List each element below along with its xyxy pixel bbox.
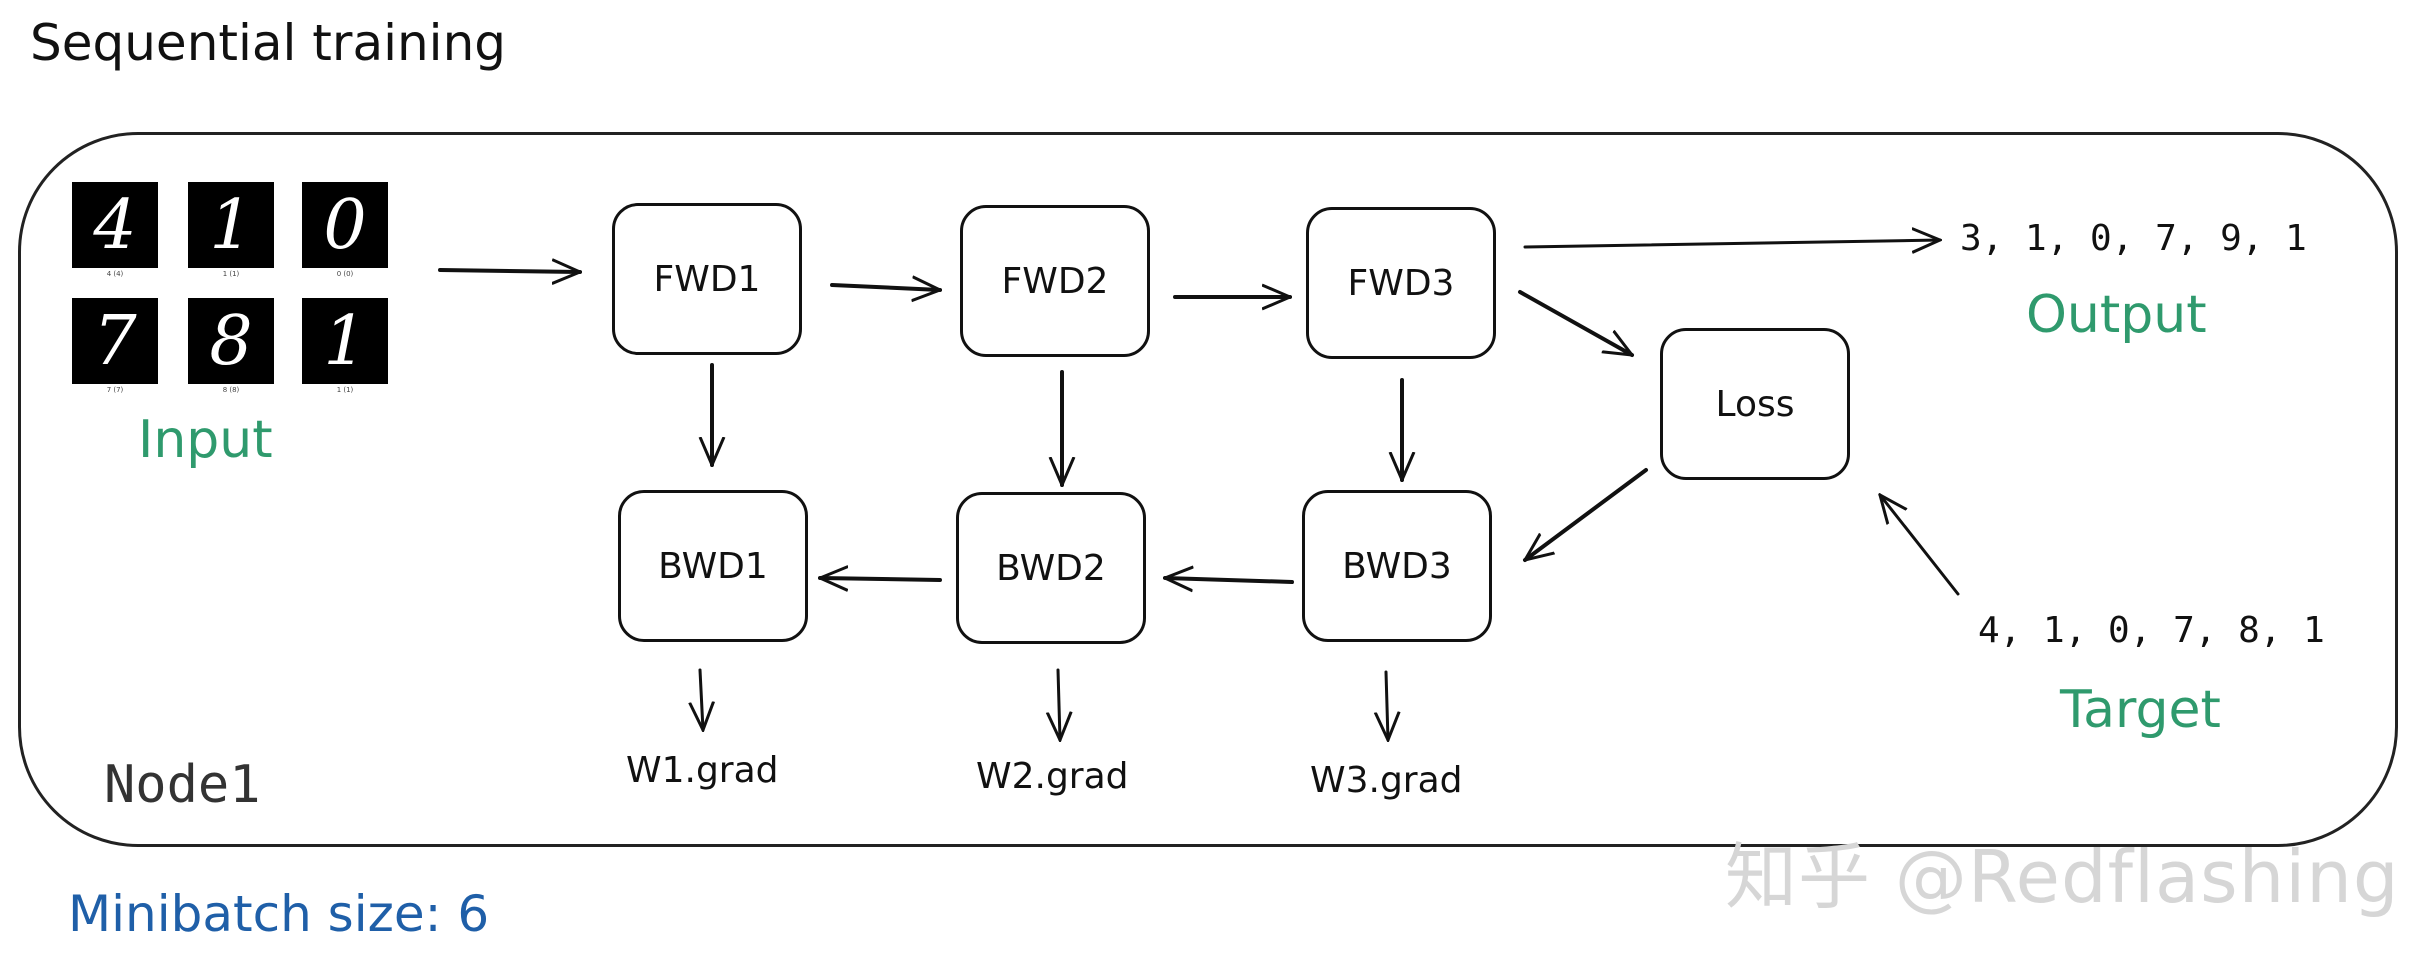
input-digit: 0 bbox=[302, 182, 388, 268]
input-digit-caption: 7 (7) bbox=[106, 386, 124, 394]
fwd1-block: FWD1 bbox=[612, 203, 802, 355]
fwd3-block: FWD3 bbox=[1306, 207, 1496, 359]
input-digit: 1 bbox=[188, 182, 274, 268]
arrow-bwd2-to-bwd1 bbox=[820, 578, 942, 580]
bwd3-block: BWD3 bbox=[1302, 490, 1492, 642]
target-values: 4, 1, 0, 7, 8, 1 bbox=[1978, 610, 2325, 651]
input-digit: 1 bbox=[302, 298, 388, 384]
watermark: 知乎 @Redflashing bbox=[1725, 835, 2400, 919]
input-digit: 4 bbox=[72, 182, 158, 268]
minibatch-label: Minibatch size: 6 bbox=[68, 885, 490, 943]
input-digit-caption: 4 (4) bbox=[106, 270, 124, 278]
input-digit-caption: 1 (1) bbox=[222, 270, 240, 278]
output-label: Output bbox=[2026, 285, 2207, 345]
arrow-fwd3-to-loss bbox=[1518, 290, 1632, 357]
input-digit-caption: 1 (1) bbox=[336, 386, 354, 394]
w1-grad-label: W1.grad bbox=[626, 750, 779, 791]
bwd2-block: BWD2 bbox=[956, 492, 1146, 644]
arrow-bwd2-to-w2grad bbox=[1058, 668, 1060, 740]
target-label: Target bbox=[2060, 680, 2221, 740]
input-label: Input bbox=[138, 410, 273, 470]
w2-grad-label: W2.grad bbox=[976, 756, 1129, 797]
node-frame bbox=[18, 132, 2398, 847]
fwd2-block: FWD2 bbox=[960, 205, 1150, 357]
arrow-bwd1-to-w1grad bbox=[700, 668, 703, 730]
loss-block: Loss bbox=[1660, 328, 1850, 480]
output-values: 3, 1, 0, 7, 9, 1 bbox=[1960, 218, 2307, 259]
input-digit: 8 bbox=[188, 298, 274, 384]
arrow-bwd3-to-bwd2 bbox=[1165, 578, 1294, 582]
arrow-fwd3-to-output bbox=[1523, 240, 1940, 247]
arrow-bwd3-to-w3grad bbox=[1386, 670, 1388, 740]
input-digit: 7 bbox=[72, 298, 158, 384]
arrow-target-to-loss bbox=[1880, 495, 1960, 596]
arrow-fwd1-to-fwd2 bbox=[830, 285, 940, 290]
input-digit-caption: 0 (0) bbox=[336, 270, 354, 278]
bwd1-block: BWD1 bbox=[618, 490, 808, 642]
arrow-input-to-fwd1 bbox=[438, 270, 580, 272]
input-digit-caption: 8 (8) bbox=[222, 386, 240, 394]
arrow-loss-to-bwd3 bbox=[1525, 468, 1648, 560]
diagram-title: Sequential training bbox=[30, 14, 507, 72]
node-label: Node1 bbox=[104, 755, 261, 815]
w3-grad-label: W3.grad bbox=[1310, 760, 1463, 801]
